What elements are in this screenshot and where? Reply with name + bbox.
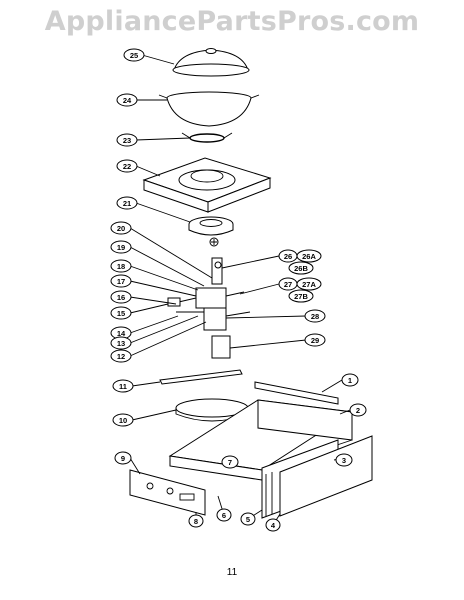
part-wok xyxy=(158,91,260,127)
svg-text:26B: 26B xyxy=(294,264,308,273)
page-number: 11 xyxy=(226,567,238,578)
svg-text:7: 7 xyxy=(228,458,232,467)
callout-27b: 27B xyxy=(288,289,314,303)
callout-15: 15 xyxy=(110,306,132,320)
callout-8: 8 xyxy=(188,514,204,528)
callout-28: 28 xyxy=(304,309,326,323)
svg-text:8: 8 xyxy=(194,517,198,526)
callout-7: 7 xyxy=(221,455,239,469)
callout-25: 25 xyxy=(123,48,145,62)
svg-text:3: 3 xyxy=(342,456,346,465)
svg-text:9: 9 xyxy=(121,454,125,463)
svg-text:1: 1 xyxy=(348,376,352,385)
svg-text:27: 27 xyxy=(284,280,292,289)
svg-text:17: 17 xyxy=(117,277,125,286)
svg-text:19: 19 xyxy=(117,243,125,252)
callout-13: 13 xyxy=(110,336,132,350)
svg-text:22: 22 xyxy=(123,162,131,171)
part-wok-ring xyxy=(181,132,233,143)
part-front-panel xyxy=(129,469,206,516)
svg-text:15: 15 xyxy=(117,309,125,318)
svg-text:2: 2 xyxy=(356,406,360,415)
callout-2: 2 xyxy=(349,403,367,417)
svg-text:24: 24 xyxy=(123,96,132,105)
callout-26: 26 xyxy=(278,249,298,263)
callout-29: 29 xyxy=(304,333,326,347)
svg-text:26A: 26A xyxy=(302,252,316,261)
callout-4: 4 xyxy=(265,518,281,532)
svg-text:29: 29 xyxy=(311,336,319,345)
svg-text:25: 25 xyxy=(130,51,138,60)
svg-text:16: 16 xyxy=(117,293,125,302)
callout-18: 18 xyxy=(110,259,132,273)
watermark: AppliancePartsPros.com xyxy=(44,6,420,37)
svg-text:4: 4 xyxy=(271,521,276,530)
svg-text:27A: 27A xyxy=(302,280,316,289)
callout-24: 24 xyxy=(116,93,138,107)
callout-20: 20 xyxy=(110,221,132,235)
svg-text:26: 26 xyxy=(284,252,292,261)
callout-26b: 26B xyxy=(288,261,314,275)
callout-23: 23 xyxy=(116,133,138,147)
part-burner-frame xyxy=(142,157,272,213)
svg-text:27B: 27B xyxy=(294,292,308,301)
callout-27: 27 xyxy=(278,277,298,291)
callout-1: 1 xyxy=(341,373,359,387)
callout-5: 5 xyxy=(240,512,256,526)
svg-text:12: 12 xyxy=(117,352,125,361)
callout-16: 16 xyxy=(110,290,132,304)
svg-text:5: 5 xyxy=(246,515,250,524)
svg-text:18: 18 xyxy=(117,262,125,271)
svg-text:21: 21 xyxy=(123,199,131,208)
callout-10: 10 xyxy=(112,413,134,427)
svg-text:6: 6 xyxy=(222,511,226,520)
svg-text:11: 11 xyxy=(119,382,127,391)
callout-17: 17 xyxy=(110,274,132,288)
callout-14: 14 xyxy=(110,326,132,340)
svg-text:13: 13 xyxy=(117,339,125,348)
callout-3: 3 xyxy=(335,453,353,467)
svg-text:20: 20 xyxy=(117,224,125,233)
callout-6: 6 xyxy=(216,508,232,522)
svg-text:10: 10 xyxy=(119,416,127,425)
svg-text:14: 14 xyxy=(117,329,126,338)
svg-text:28: 28 xyxy=(311,312,319,321)
callout-19: 19 xyxy=(110,240,132,254)
part-burner xyxy=(188,216,234,247)
callout-21: 21 xyxy=(116,196,138,210)
callouts: 25 24 23 22 21 20 19 18 17 16 15 14 13 1… xyxy=(110,48,367,532)
part-top-rail xyxy=(254,381,339,405)
part-cross-brace xyxy=(159,369,243,385)
callout-26a: 26A xyxy=(296,249,322,263)
callout-11: 11 xyxy=(112,379,134,393)
part-lid xyxy=(172,48,250,77)
callout-12: 12 xyxy=(110,349,132,363)
callout-27a: 27A xyxy=(296,277,322,291)
svg-text:23: 23 xyxy=(123,136,131,145)
part-gas-valve-assembly xyxy=(167,257,251,359)
callout-9: 9 xyxy=(114,451,132,465)
callout-22: 22 xyxy=(116,159,138,173)
